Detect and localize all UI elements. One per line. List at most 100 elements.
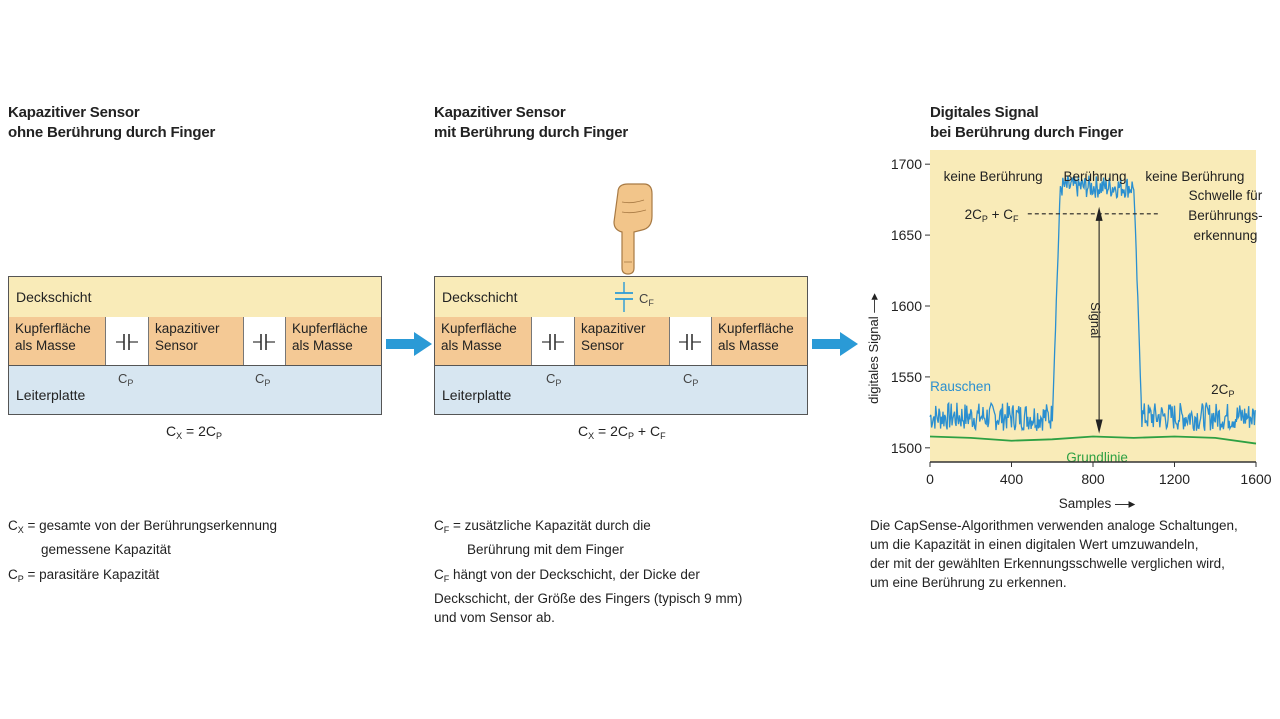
panel-3-title-line-1: Digitales Signal bbox=[930, 104, 1039, 121]
cp-label-left-1: CP bbox=[118, 371, 133, 388]
capacitor-left-2-icon bbox=[542, 334, 564, 350]
copper-ground-right-2-line-1: Kupferfläche bbox=[718, 321, 794, 336]
pad-row-1: Kupferfläche als Masse kapazitiver Senso… bbox=[8, 317, 382, 365]
legend-cf-symbol: C bbox=[434, 518, 444, 533]
formula-2-lhs: C bbox=[578, 423, 589, 439]
gap-left-1 bbox=[106, 317, 149, 365]
legend-cf-sub: F bbox=[443, 525, 450, 535]
formula-1-rhs-sub: P bbox=[216, 431, 223, 441]
cp-label-right-2: CP bbox=[683, 371, 698, 388]
copper-ground-right-1: Kupferfläche als Masse bbox=[286, 317, 381, 365]
pcb-layer-1: Leiterplatte bbox=[8, 365, 382, 415]
legend-cf-para-sub: F bbox=[443, 574, 450, 584]
formula-2-plus: + C bbox=[634, 423, 661, 439]
legend-left: CX = gesamte von der Berührungserkennung… bbox=[8, 516, 277, 589]
cp-label-left-1-sub: P bbox=[127, 378, 134, 388]
capacitor-left-1-icon bbox=[116, 334, 138, 350]
x-tick-label: 800 bbox=[1081, 471, 1105, 487]
deck-label-2: Deckschicht bbox=[442, 289, 518, 305]
sensor-pad-2-line-2: Sensor bbox=[581, 338, 624, 353]
x-tick-label: 1200 bbox=[1159, 471, 1190, 487]
deck-layer-1: Deckschicht bbox=[8, 276, 382, 318]
region-label: keine Berührung bbox=[1145, 169, 1244, 184]
threshold-note: Berührungs- bbox=[1188, 208, 1262, 223]
copper-ground-right-1-line-1: Kupferfläche bbox=[292, 321, 368, 336]
x-tick-label: 1600 bbox=[1240, 471, 1271, 487]
capacitor-right-1-icon bbox=[253, 334, 275, 350]
cp-label-left-2-sub: P bbox=[555, 378, 562, 388]
threshold-note: Schwelle für bbox=[1189, 188, 1263, 203]
formula-2-rest-sub: P bbox=[628, 431, 635, 441]
formula-2-plus-sub: F bbox=[660, 431, 666, 441]
legend-cp-text: = parasitäre Kapazität bbox=[27, 567, 160, 582]
finger-icon bbox=[613, 183, 653, 275]
formula-1-rhs: = 2C bbox=[182, 423, 216, 439]
gap-right-1 bbox=[244, 317, 286, 365]
copper-ground-left-2: Kupferfläche als Masse bbox=[435, 317, 532, 365]
legend-cf-text-2: Berührung mit dem Finger bbox=[467, 542, 624, 557]
cp-label-right-1-sub: P bbox=[264, 378, 271, 388]
cp-label-left-2: CP bbox=[546, 371, 561, 388]
copper-ground-left-1: Kupferfläche als Masse bbox=[9, 317, 106, 365]
copper-ground-left-2-line-2: als Masse bbox=[441, 338, 502, 353]
panel-1-title: Kapazitiver Sensor ohne Berührung durch … bbox=[8, 103, 215, 143]
pad-row-2: Kupferfläche als Masse kapazitiver Senso… bbox=[434, 317, 808, 365]
y-tick-label: 1600 bbox=[891, 298, 922, 314]
legend-right-line-2: um die Kapazität in einen digitalen Wert… bbox=[870, 537, 1199, 552]
y-axis-title: digitales Signal —▸ bbox=[866, 293, 881, 404]
arrow-right-2-icon bbox=[812, 332, 858, 356]
panel-3-title-line-2: bei Berührung durch Finger bbox=[930, 124, 1124, 141]
panel-2-title-line-2: mit Berührung durch Finger bbox=[434, 124, 628, 141]
y-tick-label: 1700 bbox=[891, 156, 922, 172]
formula-1-lhs-sub: X bbox=[176, 431, 183, 441]
x-tick-label: 0 bbox=[926, 471, 934, 487]
cp-label-left-1-symbol: C bbox=[118, 371, 128, 386]
legend-middle: CF = zusätzliche Kapazität durch die Ber… bbox=[434, 516, 742, 627]
panel-3-title: Digitales Signal bei Berührung durch Fin… bbox=[930, 103, 1123, 143]
signal-line bbox=[929, 175, 1256, 432]
sensor-pad-2-line-1: kapazitiver bbox=[581, 321, 646, 336]
capacitor-finger-icon bbox=[615, 282, 633, 312]
formula-1: CX = 2CP bbox=[166, 423, 222, 441]
legend-cx-sub: X bbox=[17, 525, 24, 535]
gap-left-2 bbox=[532, 317, 575, 365]
copper-ground-right-1-line-2: als Masse bbox=[292, 338, 353, 353]
sensor-pad-1-line-2: Sensor bbox=[155, 338, 198, 353]
sensor-stack-2: Deckschicht CF Kupferfläche als Masse ka… bbox=[434, 276, 808, 415]
cp-label-right-1: CP bbox=[255, 371, 270, 388]
y-tick-label: 1650 bbox=[891, 227, 922, 243]
sensor-stack-1: Deckschicht Kupferfläche als Masse kapaz… bbox=[8, 276, 382, 415]
region-label: Berührung bbox=[1064, 169, 1127, 184]
legend-right-line-4: um eine Berührung zu erkennen. bbox=[870, 575, 1067, 590]
gap-right-2 bbox=[670, 317, 712, 365]
copper-ground-right-2-line-2: als Masse bbox=[718, 338, 779, 353]
legend-right-line-3: der mit der gewählten Erkennungsschwelle… bbox=[870, 556, 1225, 571]
legend-cf-para: CF hängt von der Deckschicht, der Dicke … bbox=[434, 565, 742, 627]
y-tick-label: 1550 bbox=[891, 369, 922, 385]
legend-cp-sub: P bbox=[17, 574, 24, 584]
sensor-pad-2: kapazitiver Sensor bbox=[575, 317, 670, 365]
sensor-pad-1-line-1: kapazitiver bbox=[155, 321, 220, 336]
panel-1-title-line-1: Kapazitiver Sensor bbox=[8, 104, 140, 121]
formula-1-lhs: C bbox=[166, 423, 177, 439]
legend-right-line-1: Die CapSense-Algorithmen verwenden analo… bbox=[870, 518, 1238, 533]
legend-right: Die CapSense-Algorithmen verwenden analo… bbox=[870, 516, 1275, 592]
formula-2-rest: = 2C bbox=[594, 423, 628, 439]
cf-label-2: CF bbox=[639, 291, 654, 308]
pcb-layer-2: Leiterplatte bbox=[434, 365, 808, 415]
panel-1-title-line-2: ohne Berührung durch Finger bbox=[8, 124, 216, 141]
copper-ground-right-2: Kupferfläche als Masse bbox=[712, 317, 807, 365]
panel-2-title: Kapazitiver Sensor mit Berührung durch F… bbox=[434, 103, 628, 143]
legend-cx: CX = gesamte von der Berührungserkennung bbox=[8, 516, 277, 540]
legend-cp: CP = parasitäre Kapazität bbox=[8, 565, 277, 589]
legend-cf-para-symbol: C bbox=[434, 567, 444, 582]
formula-2: CX = 2CP + CF bbox=[578, 423, 666, 441]
region-label: keine Berührung bbox=[944, 169, 1043, 184]
threshold-label: 2CP + CF bbox=[965, 207, 1019, 224]
deck-label-1: Deckschicht bbox=[16, 289, 92, 305]
legend-cp-symbol: C bbox=[8, 567, 18, 582]
baseline-line bbox=[929, 435, 1257, 445]
cp-label-right-2-symbol: C bbox=[683, 371, 693, 386]
signal-arrow-head-top bbox=[1095, 206, 1103, 221]
